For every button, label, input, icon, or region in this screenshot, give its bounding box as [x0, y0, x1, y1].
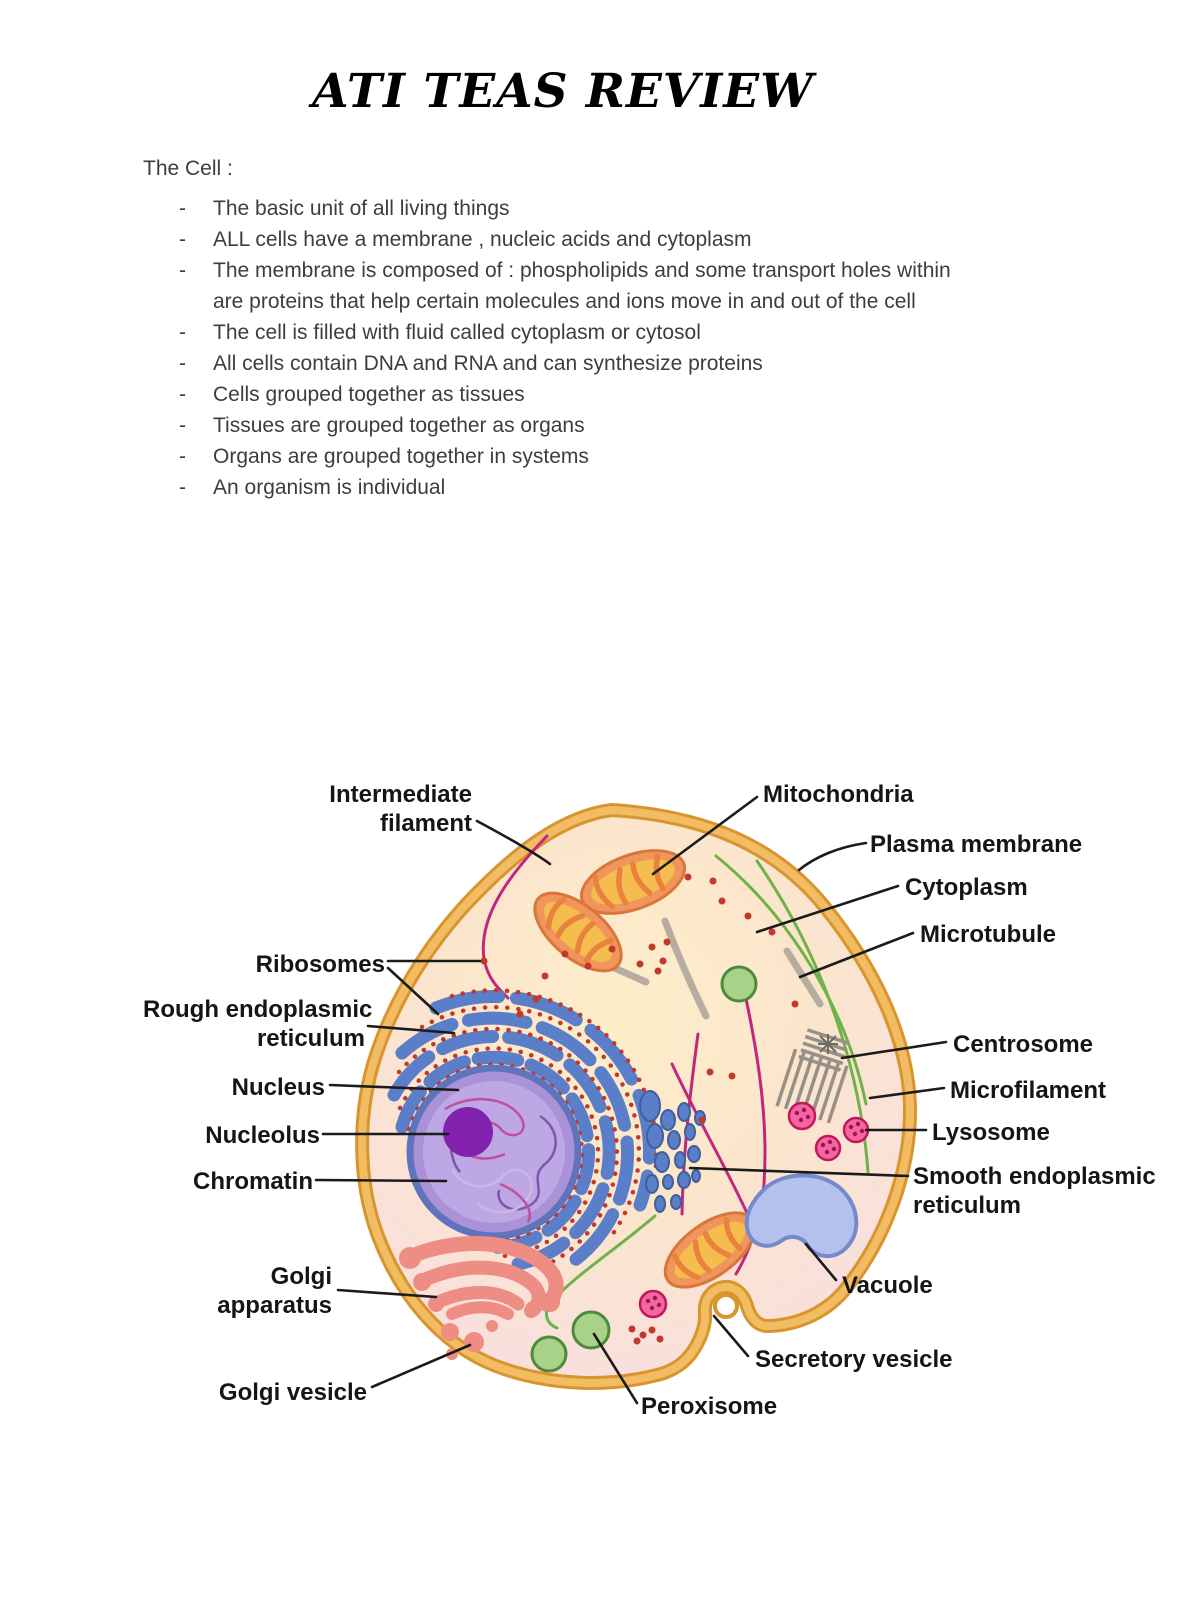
- leader-centrosome: [840, 1040, 948, 1060]
- leader-plasma-membrane: [797, 841, 868, 872]
- label-leader-lines: [314, 795, 948, 1405]
- list-item-text: Tissues are grouped together as organs: [213, 414, 585, 437]
- label-nucleolus: Nucleolus: [205, 1122, 320, 1149]
- leader-rough-er: [366, 1024, 456, 1035]
- label-microtubule: Microtubule: [920, 921, 1056, 948]
- list-item: - The basic unit of all living things: [143, 193, 1200, 224]
- list-item: - Cells grouped together as tissues: [143, 379, 1200, 410]
- lysosomes: [638, 1101, 870, 1319]
- list-item-text: An organism is individual: [213, 476, 446, 499]
- leader-intermediate-filament: [475, 819, 552, 866]
- leader-mitochondria: [651, 795, 759, 876]
- bullet-dash: -: [179, 228, 186, 251]
- bullet-dash: -: [179, 383, 186, 406]
- bullet-dash: -: [179, 414, 186, 437]
- nucleus: [406, 1064, 582, 1240]
- nucleolus: [443, 1107, 493, 1157]
- secretory-vesicle: [713, 1293, 739, 1319]
- label-mitochondria: Mitochondria: [763, 781, 914, 808]
- bullet-dash: -: [179, 321, 186, 344]
- free-ribosomes: [480, 873, 799, 1345]
- leader-microtubule: [798, 931, 915, 979]
- list-item: - The membrane is composed of : phospholi…: [143, 255, 1200, 317]
- bullet-dash: -: [179, 352, 186, 375]
- label-vacuole: Vacuole: [842, 1272, 933, 1299]
- list-item: - Tissues are grouped together as organs: [143, 410, 1200, 441]
- centrosome-star: [818, 1034, 838, 1054]
- leader-smooth-er: [688, 1166, 910, 1178]
- mitochondrion: [533, 891, 623, 973]
- bullet-dash: -: [179, 445, 186, 468]
- leader-secretory-vesicle: [712, 1314, 750, 1358]
- label-nucleus: Nucleus: [231, 1074, 325, 1101]
- list-item-text: All cells contain DNA and RNA and can sy…: [213, 352, 763, 375]
- notes-heading: The Cell :: [143, 157, 233, 180]
- list-item: - ALL cells have a membrane , nucleic aci…: [143, 224, 1200, 255]
- label-chromatin: Chromatin: [193, 1168, 313, 1195]
- label-rough-er: Rough endoplasmic reticulum: [143, 996, 373, 1052]
- label-lysosome: Lysosome: [932, 1119, 1050, 1146]
- leader-chromatin: [314, 1178, 448, 1183]
- label-smooth-er: Smooth endoplasmic reticulum: [913, 1163, 1156, 1219]
- label-secretory-vesicle: Secretory vesicle: [755, 1346, 953, 1373]
- rough-endoplasmic-reticulum: [387, 990, 656, 1271]
- label-microfilament: Microfilament: [950, 1077, 1107, 1104]
- leader-golgi-vesicle: [370, 1343, 472, 1389]
- smooth-endoplasmic-reticulum: [639, 1090, 706, 1213]
- notes-section: The Cell : - The basic unit of all living…: [143, 153, 1200, 503]
- mitochondrion: [579, 849, 687, 915]
- bullet-dash: -: [179, 259, 186, 282]
- bullet-dash: -: [179, 197, 186, 220]
- list-item-text: The cell is filled with fluid called cyt…: [213, 321, 701, 344]
- leader-peroxisome: [592, 1332, 639, 1405]
- label-cytoplasm: Cytoplasm: [905, 874, 1028, 901]
- label-peroxisome: Peroxisome: [641, 1393, 778, 1420]
- page-title: ATI TEAS REVIEW: [312, 64, 814, 119]
- label-golgi-apparatus: Golgi apparatus: [217, 1263, 332, 1319]
- list-item-text: Cells grouped together as tissues: [213, 383, 525, 406]
- leader-microfilament: [868, 1086, 946, 1100]
- list-item: - An organism is individual: [143, 472, 1200, 503]
- cell-diagram-figure: Intermediate filament Ribosomes Rough en…: [130, 764, 1170, 1444]
- leader-vacuole: [804, 1242, 838, 1282]
- membrane-inner-line: [358, 805, 915, 1387]
- leader-cytoplasm: [755, 884, 900, 934]
- list-item: - The cell is filled with fluid called cy…: [143, 317, 1200, 348]
- mitochondria: [533, 849, 757, 1289]
- list-item-text: The membrane is composed of : phospholip…: [213, 259, 951, 313]
- label-intermediate-filament: Intermediate filament: [329, 781, 472, 837]
- list-item-text: ALL cells have a membrane , nucleic acid…: [213, 228, 752, 251]
- cell-diagram-art: [314, 795, 948, 1405]
- leader-golgi-apparatus: [336, 1288, 438, 1299]
- leader-nucleus: [328, 1083, 460, 1092]
- document-page: { "page": { "title": "ATI TEAS REVIEW" }…: [0, 64, 1200, 1617]
- label-golgi-vesicle: Golgi vesicle: [218, 1379, 367, 1406]
- peroxisomes: [530, 965, 758, 1373]
- label-ribosomes: Ribosomes: [255, 951, 385, 978]
- list-item-text: The basic unit of all living things: [213, 197, 510, 220]
- list-item: - All cells contain DNA and RNA and can s…: [143, 348, 1200, 379]
- list-item: - Organs are grouped together in systems: [143, 441, 1200, 472]
- golgi-apparatus: [399, 1236, 564, 1360]
- bullet-dash: -: [179, 476, 186, 499]
- label-centrosome: Centrosome: [953, 1031, 1094, 1058]
- leader-ribosomes-2: [386, 966, 440, 1016]
- list-item-text: Organs are grouped together in systems: [213, 445, 589, 468]
- label-plasma-membrane: Plasma membrane: [870, 831, 1083, 858]
- golgi-vesicles: [441, 1320, 498, 1360]
